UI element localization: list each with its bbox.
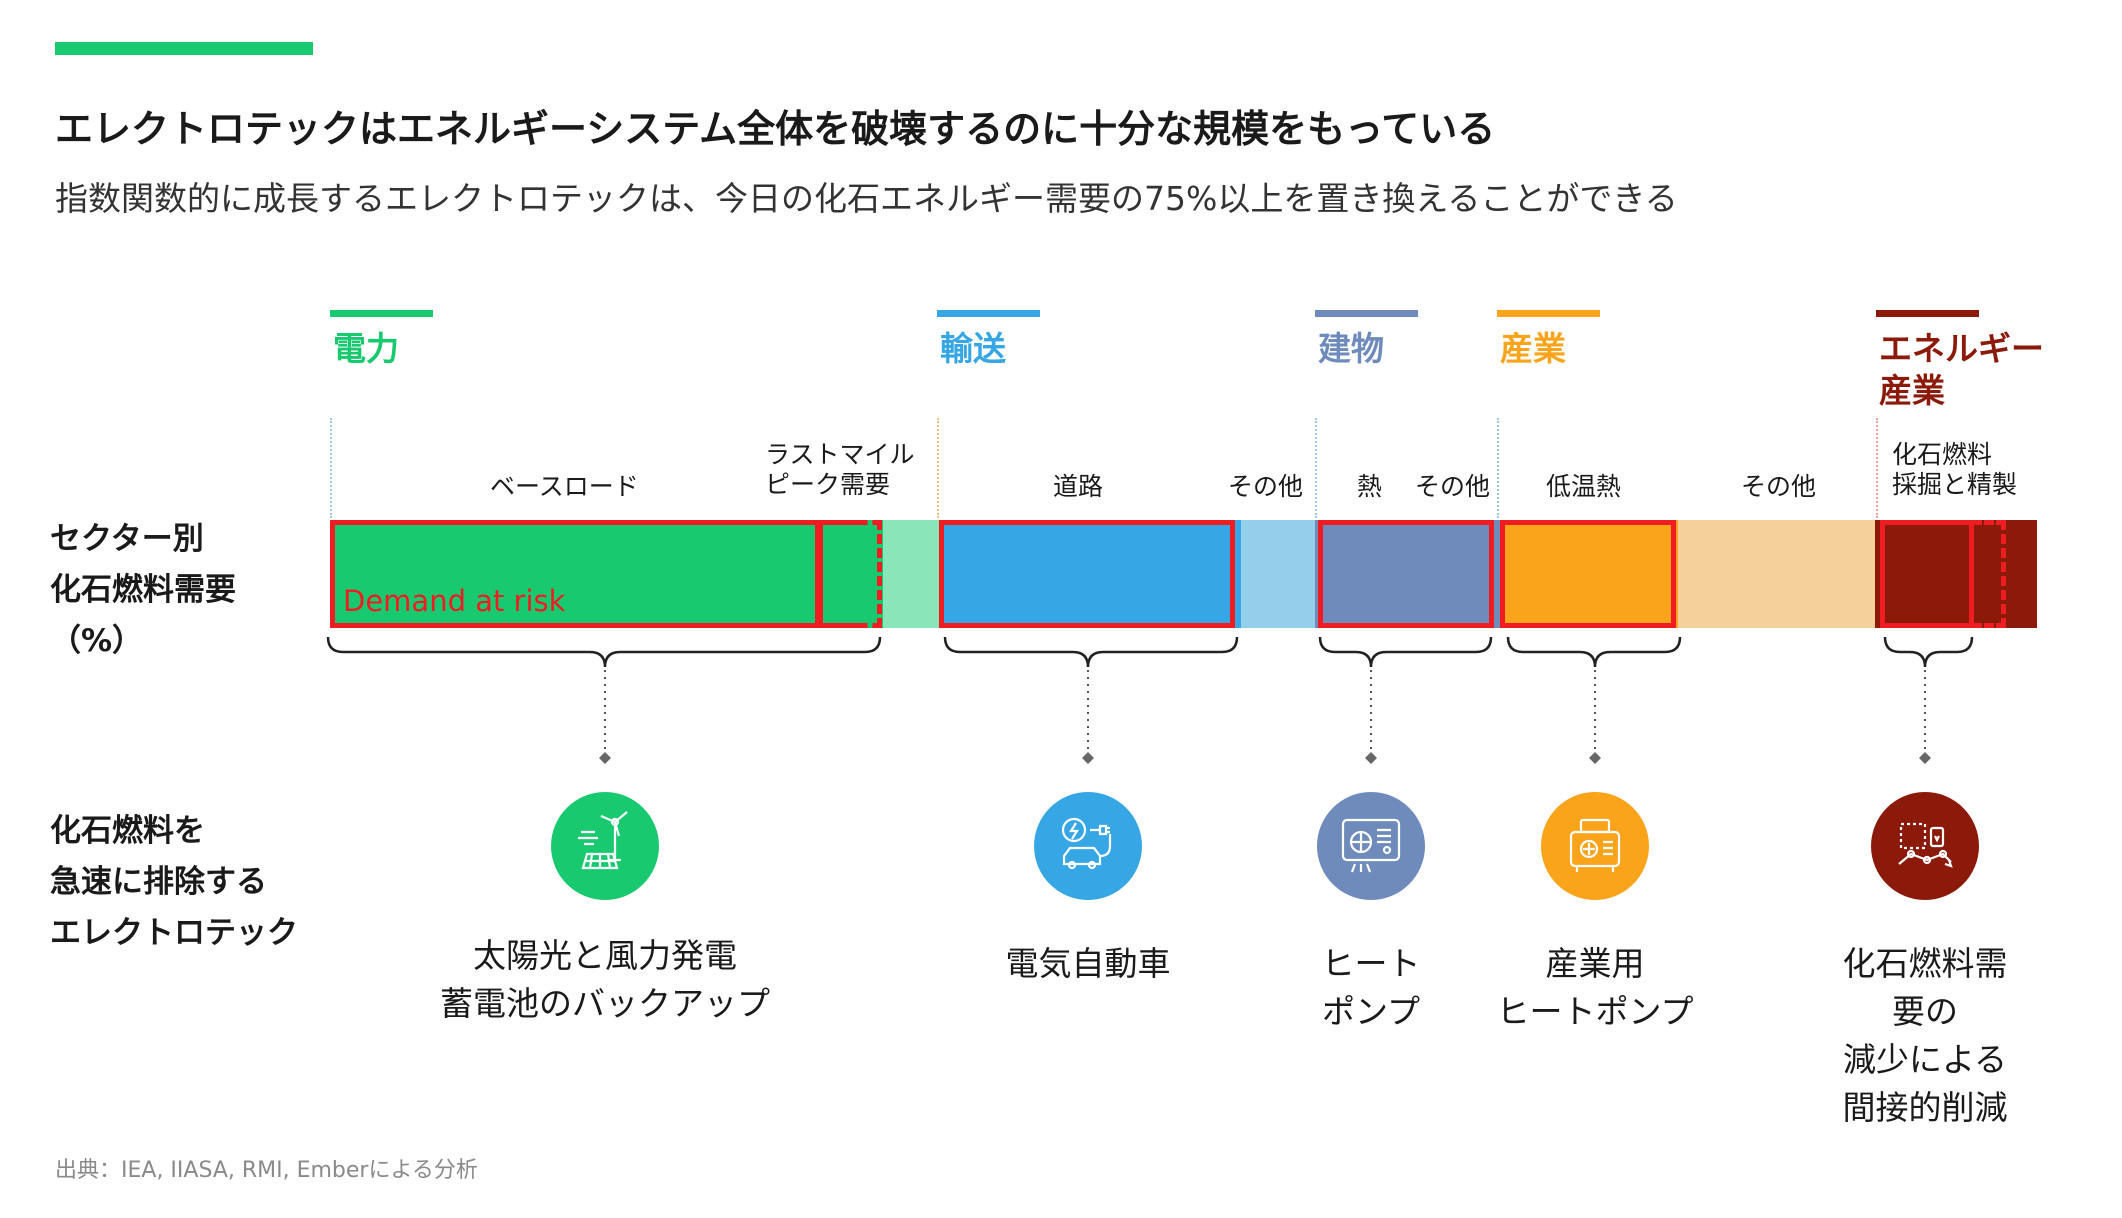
segment-lowtemp [1500,520,1678,628]
sector-label-transport: 輸送 [940,329,1006,368]
sublabel-lastmile: ラストマイル ピーク需要 [765,440,915,499]
heat-pump-icon [1317,792,1425,900]
ev-icon [1034,792,1142,900]
sector-label-energy-industry: エネルギー 産業 [1879,329,2044,410]
segment-power-remaining [883,520,939,628]
sublabel-buildings-other: その他 [1415,472,1491,501]
row-label-electrotech: 化石燃料を 急速に排除する エレクトロテック [50,813,298,951]
segment-fossil [1875,520,2037,628]
sublabel-fossil: 化石燃料 採掘と精製 [1892,440,2018,499]
sublabel-industry-other: その他 [1741,472,1817,501]
sector-bar-power [330,310,433,317]
divider [1315,418,1317,518]
sector-bar-buildings [1315,310,1418,317]
risk-box-baseload [330,520,820,628]
sector-label-buildings: 建物 [1318,329,1384,368]
sublabel-baseload: ベースロード [490,472,639,501]
sector-bar-transport [937,310,1040,317]
sector-label-power: 電力 [333,329,399,368]
sublabel-heat: 熱 [1357,472,1383,501]
segment-road [939,520,1241,628]
segment-heat [1315,520,1500,628]
risk-box-road [939,520,1235,628]
divider [330,418,332,518]
sector-bar-industry [1497,310,1600,317]
solution-text-industry: 産業用 ヒートポンプ [1496,944,1694,1031]
solution-text-buildings: ヒート ポンプ [1321,944,1421,1031]
risk-box-lowtemp [1500,520,1676,628]
source-note: 出典：IEA, IIASA, RMI, Emberによる分析 [55,1158,478,1183]
risk-box-fossil [1880,520,1974,628]
segment-baseload [330,520,883,628]
sector-bar-energy-industry [1876,310,1979,317]
sublabel-lowtemp: 低温熱 [1546,472,1622,501]
demand-at-risk-label: Demand at risk [343,584,566,618]
solution-text-power: 太陽光と風力発電 蓄電池のバックアップ [440,936,770,1023]
solution-text-energy-industry: 化石燃料需要の 減少による 間接的削減 [1842,944,2008,1127]
solar-wind-icon [551,792,659,900]
sublabel-transport-other: その他 [1228,472,1304,501]
risk-box-lastmile-dashed [858,520,882,628]
page-title: エレクトロテックはエネルギーシステム全体を破壊するのに十分な規模をもっている [55,107,1496,151]
segment-transport-other [1241,520,1315,628]
segment-industry-other [1678,520,1875,628]
divider [1497,418,1499,518]
industrial-heat-pump-icon [1541,792,1649,900]
risk-box-lastmile [818,520,863,628]
page-subtitle: 指数関数的に成長するエレクトロテックは、今日の化石エネルギー需要の75%以上を置… [55,179,1678,218]
sublabel-road: 道路 [1053,472,1104,501]
risk-box-heat [1318,520,1494,628]
divider [1876,418,1878,518]
row-label-demand: セクター別 化石燃料需要 （%） [50,521,236,659]
divider [937,418,939,518]
fossil-reduction-icon [1871,792,1979,900]
risk-box-fossil-dashed [1972,520,2006,628]
accent-bar [55,42,313,55]
sector-label-industry: 産業 [1500,329,1566,368]
solution-text-transport: 電気自動車 [1005,944,1171,983]
